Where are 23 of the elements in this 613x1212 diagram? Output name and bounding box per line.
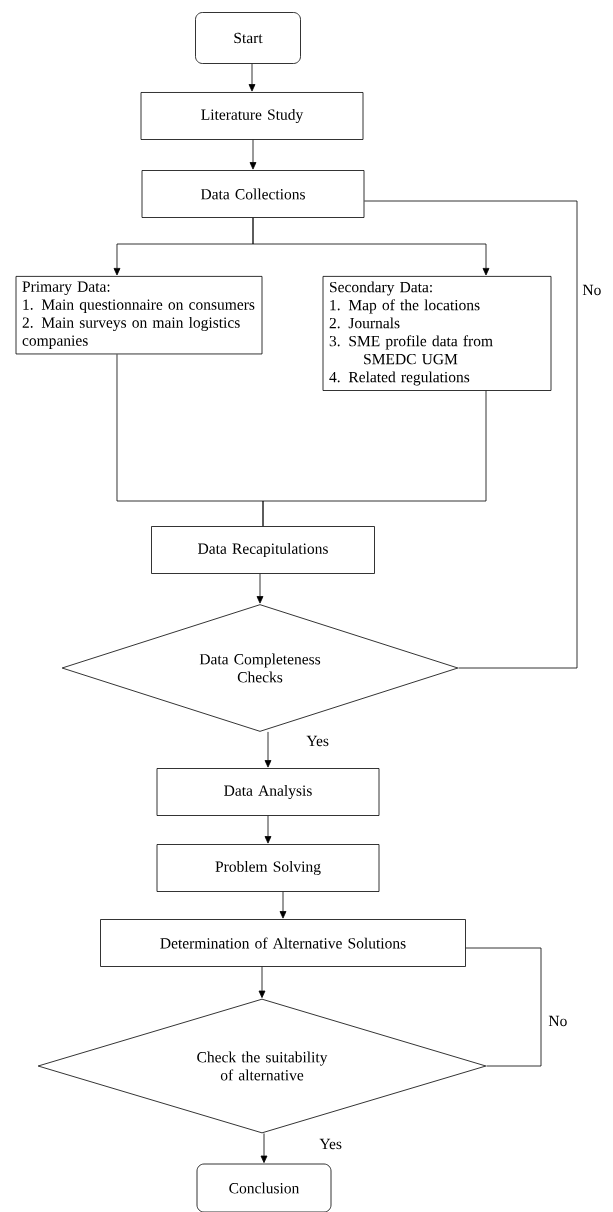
arrow — [252, 217, 490, 276]
arrow — [249, 139, 257, 170]
arrow — [248, 63, 256, 92]
arrow — [264, 815, 272, 844]
process-box: Data Analysis — [156, 768, 380, 816]
arrow — [264, 731, 272, 768]
terminal-box: Conclusion — [196, 1163, 332, 1212]
arrow — [260, 1133, 268, 1163]
process-box: Data Collections — [141, 170, 365, 218]
edge-label: Yes — [318, 1137, 343, 1151]
process-box: Literature Study — [140, 92, 364, 140]
process-box: Data Recapitulations — [151, 526, 375, 574]
list-box: Primary Data: 1. Main questionnaire on consumers 2. Main surveys on main logistics companies — [15, 276, 263, 355]
arrow — [258, 966, 266, 998]
list-box: Secondary Data: 1. Map of the locations 2. Journals 3. SME profile data from SMEDC UGM 4. Related regulations — [322, 276, 552, 391]
process-box: Problem Solving — [156, 844, 380, 892]
edge-label: No — [547, 1014, 569, 1028]
edge-label: Yes — [305, 734, 330, 748]
edge-label: No — [581, 283, 603, 297]
terminal-box: Start — [195, 12, 301, 64]
arrow — [256, 573, 264, 604]
arrow — [279, 891, 287, 919]
process-box: Determination of Alternative Solutions — [100, 919, 466, 967]
